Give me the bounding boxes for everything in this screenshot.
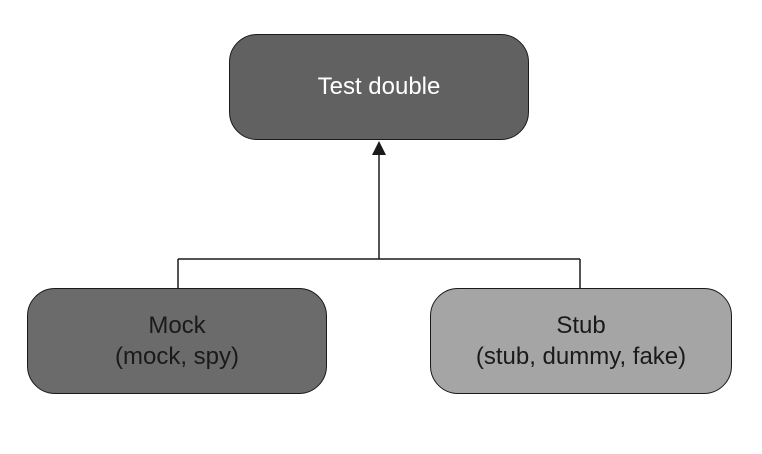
node-mock-label: Mock (148, 311, 206, 339)
node-stub: Stub (stub, dummy, fake) (430, 288, 732, 394)
node-test-double-label: Test double (317, 73, 441, 101)
node-test-double: Test double (229, 34, 529, 140)
node-mock: Mock (mock, spy) (27, 288, 327, 394)
node-mock-sublabel: (mock, spy) (114, 343, 239, 370)
node-stub-sublabel: (stub, dummy, fake) (475, 343, 687, 370)
node-stub-label: Stub (556, 311, 606, 339)
arrowhead-icon (372, 141, 386, 155)
